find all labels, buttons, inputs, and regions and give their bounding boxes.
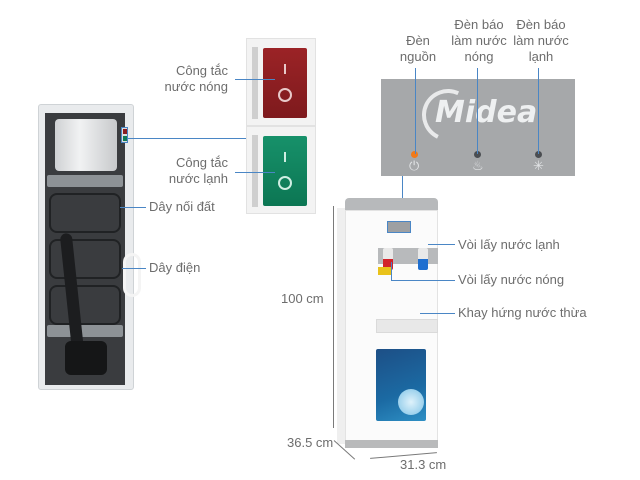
label-hot-indicator: Đèn báo làm nước nóng <box>451 17 507 64</box>
label-power-light: Đèn nguồn <box>399 33 437 64</box>
callout-line-power-cord <box>122 268 146 269</box>
callout-line-switches <box>128 138 248 139</box>
unit-top <box>345 198 438 212</box>
dimension-height: 100 cm <box>281 291 324 306</box>
callout-line-ground-wire <box>120 207 146 208</box>
hot-water-tap <box>383 248 393 270</box>
on-mark-icon <box>284 152 286 162</box>
midea-logo: Midea <box>435 95 538 130</box>
callout-line-drip-tray <box>420 313 455 314</box>
off-mark-icon <box>278 88 292 102</box>
heat-icon: ♨ <box>472 158 484 173</box>
label-ground-wire: Dây nối đất <box>149 199 215 214</box>
unit-body <box>345 210 438 442</box>
callout-line-hot-switch <box>235 79 275 80</box>
power-icon: ⏻ <box>409 158 420 173</box>
product-poster <box>376 349 426 421</box>
bracket-bar <box>47 175 123 187</box>
snowflake-icon: ✳ <box>533 158 544 173</box>
height-dimension-line <box>333 206 334 428</box>
hot-switch-closeup <box>246 38 316 126</box>
cold-water-rocker-switch <box>263 136 307 206</box>
dimension-width: 31.3 cm <box>400 457 447 472</box>
unit-base <box>345 440 438 448</box>
child-safety-lock <box>378 267 392 275</box>
condenser-coil <box>49 193 121 233</box>
cold-switch-closeup <box>246 126 316 214</box>
callout-line-panel-to-unit <box>402 176 403 209</box>
unit-control-panel <box>387 221 411 233</box>
power-cord-coil <box>123 253 141 297</box>
condenser-coil <box>49 285 121 325</box>
callout-line-cold-switch <box>235 172 275 173</box>
callout-line-hot-indicator <box>477 68 478 154</box>
label-hot-tap: Vòi lấy nước nóng <box>458 272 565 287</box>
label-power-cord: Dây điện <box>149 260 201 275</box>
hot-water-rocker-switch <box>263 48 307 118</box>
control-panel-closeup: Midea ⏻ ♨ ✳ <box>381 79 575 176</box>
rear-switch-marker <box>121 127 128 143</box>
cold-tank <box>55 119 117 171</box>
callout-line-power-light <box>415 68 416 154</box>
off-mark-icon <box>278 176 292 190</box>
front-view-image <box>337 198 438 450</box>
callout-line-hot-tap <box>391 280 455 281</box>
callout-line-cold-indicator <box>538 68 539 154</box>
label-drip-tray: Khay hứng nước thừa <box>458 305 587 320</box>
unit-side <box>337 208 347 444</box>
drip-tray <box>376 319 438 333</box>
condenser-coil <box>49 239 121 279</box>
on-mark-icon <box>284 64 286 74</box>
back-view-image <box>38 104 141 390</box>
callout-line-cold-tap <box>428 244 455 245</box>
dimension-depth: 36.5 cm <box>287 435 334 450</box>
bracket-bar <box>47 325 123 337</box>
back-internals <box>45 113 141 385</box>
label-hot-switch: Công tắc nước nóng <box>164 63 229 94</box>
power-led <box>411 151 418 158</box>
label-cold-indicator: Đèn báo làm nước lạnh <box>513 17 569 64</box>
cold-water-tap <box>418 248 428 270</box>
cold-led <box>535 151 542 158</box>
label-cold-tap: Vòi lấy nước lạnh <box>458 237 560 252</box>
label-cold-switch: Công tắc nước lạnh <box>168 155 228 186</box>
compressor <box>65 341 107 375</box>
hot-led <box>474 151 481 158</box>
callout-line-hot-tap-v <box>391 262 392 280</box>
